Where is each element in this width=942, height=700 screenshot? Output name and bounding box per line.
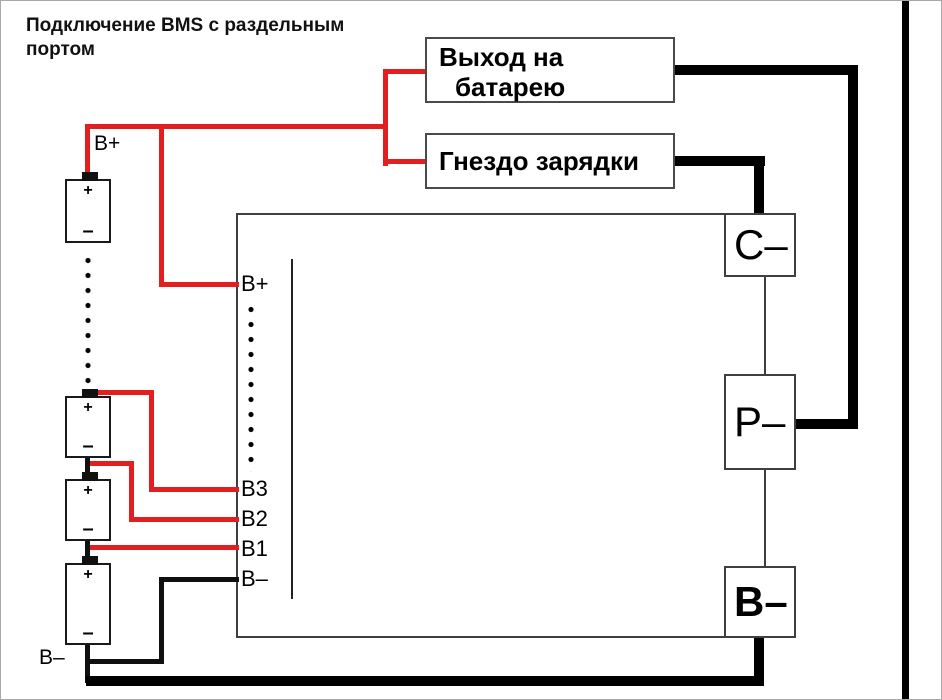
wire-balance-b1 xyxy=(88,545,239,550)
wire-thick-into-pminus xyxy=(796,419,858,429)
wire-positive-to-bms-bplus xyxy=(159,282,239,287)
wire-thick-bottom-run xyxy=(86,676,764,686)
battery-4-terminal-nub xyxy=(82,556,98,565)
bms-pin-b3: B3 xyxy=(241,476,268,501)
battery-4-plus-mark: + xyxy=(83,566,93,583)
wire-balance-b2-into-pin xyxy=(129,517,239,522)
terminal-b-minus: B– xyxy=(724,566,796,638)
battery-2-plus-mark: + xyxy=(83,399,93,416)
battery-output-box: Выход на батарею xyxy=(425,37,675,103)
wire-negative-battery-down xyxy=(85,643,90,683)
battery-1-plus-mark: + xyxy=(83,182,93,199)
wire-positive-to-battery-output xyxy=(383,69,429,74)
battery-3-terminal-nub xyxy=(82,472,98,481)
wire-balance-b3-horizontal-top xyxy=(94,390,154,395)
wire-positive-main-horizontal xyxy=(86,124,388,129)
wire-series-link-bat3-bat4 xyxy=(85,539,90,557)
bms-pin-bminus: B– xyxy=(241,566,268,591)
wire-series-link-bat2-bat3 xyxy=(85,456,90,474)
wire-thick-charge-socket-to-cminus xyxy=(675,156,765,166)
bms-pin-b1: B1 xyxy=(241,536,268,561)
bms-connector-divider xyxy=(291,259,293,599)
wire-thick-cminus-drop xyxy=(754,156,764,216)
battery-chain-ellipsis-dots xyxy=(83,253,93,389)
bms-board xyxy=(236,213,766,638)
terminal-c-minus-label: C– xyxy=(734,221,788,268)
wire-negative-horizontal-bottom xyxy=(86,659,164,664)
battery-cell-2: + – xyxy=(65,389,111,458)
wire-positive-battery1-up xyxy=(85,124,90,174)
battery-output-label-line2: батарею xyxy=(455,72,566,102)
bms-pin-bplus: B+ xyxy=(241,271,269,296)
battery-1-terminal-nub xyxy=(82,172,98,181)
battery-4-minus-mark: – xyxy=(82,622,94,644)
terminal-b-minus-label: B– xyxy=(734,578,788,625)
wire-balance-b3-vertical xyxy=(149,390,154,492)
wire-thick-battery-output-run xyxy=(675,65,858,75)
battery-output-label-line1: Выход на xyxy=(439,42,564,72)
external-label-bplus: B+ xyxy=(94,132,121,155)
wire-balance-b2-vertical xyxy=(129,461,134,522)
battery-cell-4: + – xyxy=(65,556,111,645)
terminal-c-minus: C– xyxy=(724,213,796,277)
wire-positive-branch-vertical xyxy=(383,69,388,166)
wire-positive-tap-vertical xyxy=(159,124,164,287)
battery-cell-3: + – xyxy=(65,472,111,541)
battery-3-minus-mark: – xyxy=(82,518,94,540)
battery-2-minus-mark: – xyxy=(82,435,94,457)
wire-positive-to-charge-socket xyxy=(383,159,429,164)
diagram-title: Подключение BMS с раздельным портом xyxy=(26,15,345,60)
wire-negative-vertical xyxy=(159,577,164,664)
wire-balance-b3-into-pin xyxy=(149,487,239,492)
wire-balance-b2-horizontal-top xyxy=(88,461,134,466)
wire-thick-bminus-drop xyxy=(754,636,764,686)
external-label-bminus: B– xyxy=(39,646,65,669)
charge-socket-box: Гнездо зарядки xyxy=(425,133,675,189)
bms-pins-ellipsis-dots xyxy=(246,302,256,472)
battery-2-terminal-nub xyxy=(82,389,98,398)
battery-cell-1: + – xyxy=(65,172,111,243)
charge-socket-label: Гнездо зарядки xyxy=(439,145,640,176)
terminal-p-minus-label: P– xyxy=(734,398,786,445)
terminal-p-minus: P– xyxy=(724,374,796,470)
right-edge-bar xyxy=(902,1,909,699)
bms-pin-b2: B2 xyxy=(241,506,268,531)
wire-thick-right-vertical xyxy=(848,65,858,429)
battery-3-plus-mark: + xyxy=(83,482,93,499)
wire-negative-into-bms-bminus xyxy=(159,577,239,582)
battery-1-minus-mark: – xyxy=(82,220,94,242)
